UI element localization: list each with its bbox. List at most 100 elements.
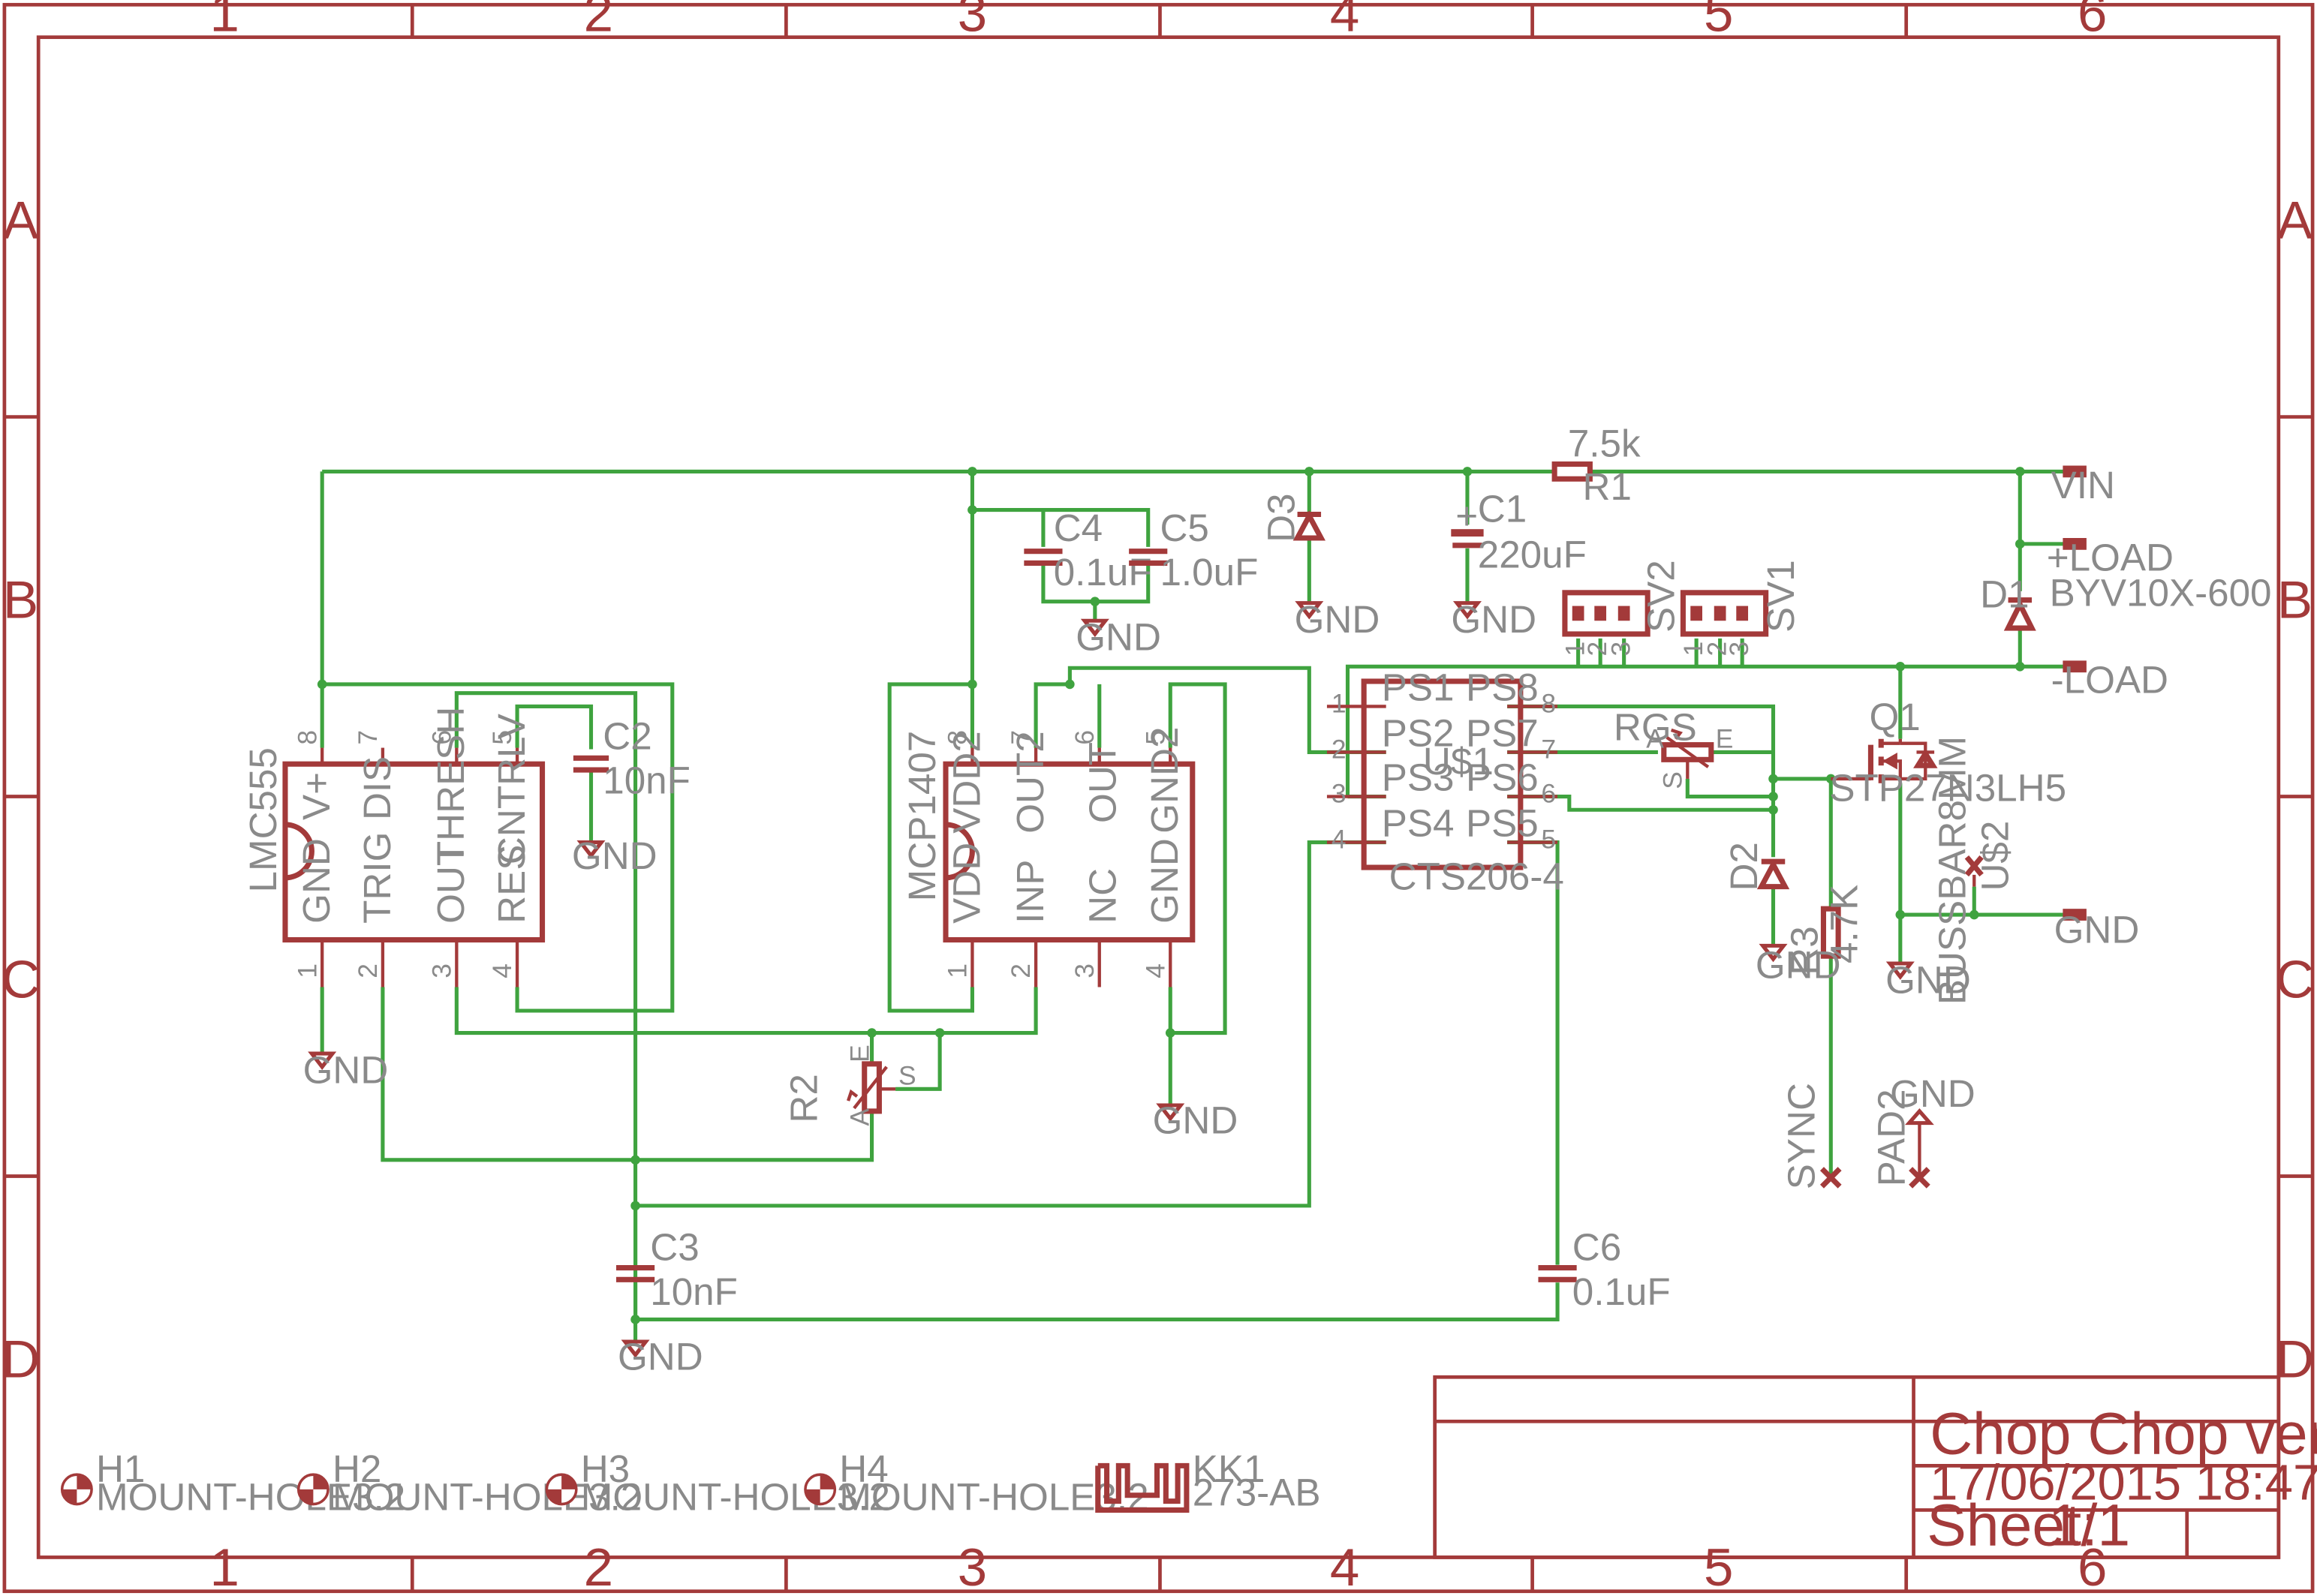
col-label-bottom-6: 6	[2078, 1538, 2107, 1596]
cts-pin-ps7: PS7	[1466, 712, 1539, 755]
c5-value: 1.0uF	[1160, 551, 1258, 594]
gnd-mcp1407: GND	[1153, 1099, 1238, 1141]
d2-name: D2	[1723, 842, 1765, 891]
c6-name: C6	[1572, 1226, 1621, 1269]
row-label-left-a: A	[3, 191, 39, 250]
lmc555-pin-gnd: GND	[295, 838, 338, 924]
gnd-label-5: GND	[1451, 598, 1536, 641]
gnd-label-7: GND	[618, 1335, 703, 1378]
col-label-top-2: 2	[584, 0, 613, 44]
gnd-lmc555: GND	[303, 1048, 389, 1091]
date-text: 17/06/2015 18:47	[1930, 1455, 2317, 1511]
lmc555-pin-out: OUT	[429, 843, 472, 924]
col-label-bottom-1: 1	[210, 1538, 239, 1596]
lmc555-num-7: 7	[353, 730, 383, 745]
mcp1407-pin-out2: OUT2	[1009, 731, 1052, 833]
wires	[320, 469, 2065, 1342]
mcp1407-num-1: 1	[943, 963, 973, 978]
vin-label: VIN	[2051, 464, 2115, 506]
capacitor-c3: C3 10nF	[615, 1226, 738, 1313]
sv2-pin-1: 1	[1560, 642, 1590, 657]
diode-d3: D3	[1260, 493, 1326, 543]
h1-value: MOUNT-HOLE3.2	[96, 1475, 405, 1518]
cts-pin-ps4: PS4	[1382, 802, 1455, 845]
lmc555-pin-trig: TRIG	[356, 832, 399, 924]
cts-num-8: 8	[1541, 688, 1556, 718]
cts-num-7: 7	[1541, 734, 1556, 764]
gnd-d3: GND	[1295, 598, 1380, 641]
lmc555-name: LMC555	[242, 747, 284, 892]
gnd-c4c5: GND	[1076, 616, 1161, 659]
q1-value: STP27N3LH5	[1829, 766, 2066, 809]
r2-pin-e: E	[845, 1044, 875, 1062]
lmc555-pin-cntrlv: CNTRLV	[490, 714, 533, 864]
capacitor-c1: + C1 220uF	[1451, 487, 1587, 576]
gnd-label-4: GND	[1295, 598, 1380, 641]
cts-num-1: 1	[1332, 688, 1347, 718]
rgs-pin-a: A	[1646, 724, 1664, 754]
ground-symbols: GND GND GND GND GND GND GND GND	[303, 598, 1971, 1378]
d3-name: D3	[1260, 493, 1303, 542]
pad2-name: PAD2	[1870, 1089, 1913, 1186]
r2-pin-a: A	[845, 1108, 875, 1126]
capacitor-c4: C4 0.1uF	[1024, 506, 1152, 594]
pad-vin: VIN	[2051, 464, 2115, 506]
cts-pin-ps5: PS5	[1466, 802, 1539, 845]
row-label-left-c: C	[2, 950, 40, 1009]
col-label-bottom-2: 2	[584, 1538, 613, 1596]
gnd-label-8: GND	[1756, 944, 1841, 987]
plus-load-label: +LOAD	[2047, 536, 2174, 579]
row-label-right-d: D	[2276, 1330, 2314, 1389]
c3-value: 10nF	[650, 1270, 738, 1313]
gnd-c3: GND	[618, 1335, 703, 1378]
h4-name: H4	[839, 1447, 888, 1490]
sync-pad: SYNC	[1780, 1083, 1842, 1189]
gnd-label-1: GND	[303, 1048, 389, 1091]
h2-value: MOUNT-HOLE3.2	[333, 1475, 642, 1518]
cts-pin-ps1: PS1	[1382, 666, 1455, 709]
r2-name: R2	[783, 1074, 826, 1123]
mcp1407-num-2: 2	[1006, 963, 1036, 978]
diode-d1: D1 BYV10X-600	[1980, 572, 2272, 631]
mcp1407-pin-out: OUT	[1081, 742, 1124, 823]
cts-value: CTS206-4	[1389, 855, 1564, 898]
col-label-bottom-3: 3	[958, 1538, 987, 1596]
cts-name: U$1	[1423, 740, 1494, 783]
lmc555-num-1: 1	[292, 963, 322, 978]
pad-gnd-out: GND	[2054, 908, 2140, 951]
h2-name: H2	[333, 1447, 381, 1490]
cts-pin-ps3: PS3	[1382, 756, 1455, 799]
sv1-pin-2: 2	[1702, 642, 1732, 657]
sv2-name: SV2	[1640, 560, 1683, 633]
gnd-label-6: GND	[1153, 1099, 1238, 1141]
cts-num-3: 3	[1332, 778, 1347, 808]
frame-column-labels: 1 2 3 4 5 6 1 2 3 4 5 6	[210, 0, 2108, 1596]
lmc555-pin-thresh: THRESH	[429, 707, 472, 864]
ic-cts206: U$1 CTS206-4 PS1 PS2 PS3 PS4 PS8 PS7 PS6…	[1326, 666, 1564, 898]
col-label-top-5: 5	[1704, 0, 1733, 44]
mcp1407-num-3: 3	[1070, 963, 1100, 978]
r1-name: R1	[1583, 465, 1632, 508]
row-label-right-c: C	[2276, 950, 2314, 1009]
cts-pin-ps8: PS8	[1466, 666, 1539, 709]
c1-value: 220uF	[1478, 533, 1587, 576]
mosfet-q1: Q1 STP27N3LH5	[1829, 696, 2066, 810]
u2-name: U$2	[1974, 821, 2017, 891]
cts-pin-ps6: PS6	[1466, 756, 1539, 799]
cts-num-2: 2	[1332, 734, 1347, 764]
pad2: GND PAD2	[1870, 1072, 1975, 1189]
c6-value: 0.1uF	[1572, 1270, 1671, 1313]
mcp1407-pin-vdd2: VDD2	[945, 731, 988, 834]
r3-value: 4.7K	[1823, 885, 1866, 963]
mcp1407-num-4: 4	[1140, 963, 1170, 978]
sv2-pin-3: 3	[1606, 642, 1636, 657]
r3-name: R3	[1783, 926, 1826, 975]
d1-value: BYV10X-600	[2050, 572, 2272, 615]
sv1-pin-3: 3	[1724, 642, 1754, 657]
c2-value: 10nF	[603, 759, 691, 802]
gnd-label-2: GND	[572, 834, 657, 877]
sv1-name: SV1	[1759, 560, 1802, 633]
diode-d2: D2	[1723, 842, 1790, 891]
sv2-pin-2: 2	[1582, 642, 1612, 657]
